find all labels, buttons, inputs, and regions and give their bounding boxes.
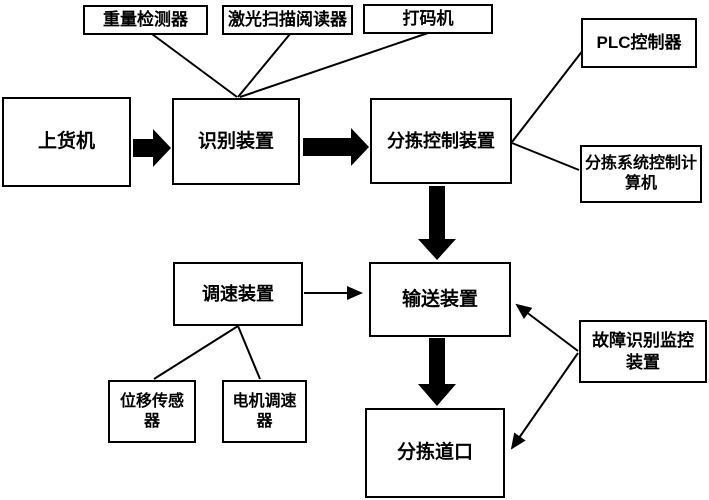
connector-laser-scanner-identifier bbox=[237, 33, 291, 98]
connector-sorting-controller-computer bbox=[511, 142, 580, 171]
connector-speed-regulator-displacement-sensor bbox=[153, 325, 239, 380]
connector-coding-machine-identifier bbox=[239, 32, 429, 98]
node-sorting-gate: 分拣道口 bbox=[365, 408, 505, 498]
connector-fault-monitor-sorting-gate bbox=[510, 352, 579, 450]
connector-weight-detector-identifier bbox=[151, 33, 238, 98]
node-speed-regulator: 调速装置 bbox=[173, 262, 303, 326]
thick-arrow-loader-identifier bbox=[133, 129, 171, 167]
node-sorting-controller: 分拣控制装置 bbox=[370, 98, 512, 184]
thick-arrow-sorting-controller-conveyor bbox=[418, 186, 456, 260]
thick-arrow-conveyor-sorting-gate bbox=[418, 338, 456, 406]
node-displacement-sensor: 位移传感器 bbox=[108, 380, 196, 443]
node-fault-monitor: 故障识别监控装置 bbox=[579, 320, 707, 383]
node-motor-governor: 电机调速器 bbox=[222, 380, 307, 443]
node-laser-scanner: 激光扫描阅读器 bbox=[222, 5, 353, 35]
node-sorting-computer: 分拣系统控制计算机 bbox=[580, 145, 702, 203]
connector-fault-monitor-conveyor bbox=[515, 303, 579, 352]
node-conveyor: 输送装置 bbox=[369, 262, 511, 337]
node-loader: 上货机 bbox=[2, 97, 131, 187]
node-coding-machine: 打码机 bbox=[363, 4, 493, 34]
connector-sorting-controller-plc bbox=[511, 44, 588, 143]
node-identifier: 识别装置 bbox=[172, 98, 300, 185]
thick-arrow-identifier-sorting-controller bbox=[303, 128, 369, 166]
node-plc-controller: PLC控制器 bbox=[581, 18, 697, 68]
node-weight-detector: 重量检测器 bbox=[83, 5, 208, 35]
connector-speed-regulator-motor-governor bbox=[237, 325, 261, 380]
